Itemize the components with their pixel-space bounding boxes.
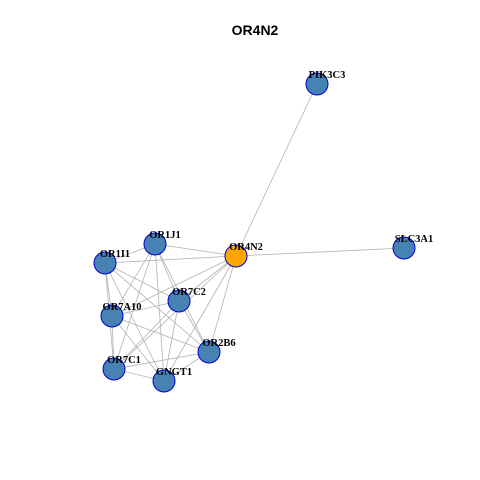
edge-or4n2-or7c1 [113,255,237,370]
node-or1i1 [93,251,117,275]
node-pik3c3 [305,72,329,96]
node-gngt1 [152,369,176,393]
edge-or4n2-slc3a1 [235,247,405,257]
edge-or4n2-or2b6 [208,255,237,353]
edge-or1j1-or7a10 [111,243,156,317]
node-layer [93,72,416,393]
edge-or7a10-or2b6 [111,315,210,353]
node-label-slc3a1: SLC3A1 [395,234,434,245]
edge-or4n2-or1j1 [154,243,237,257]
edge-or4n2-or7a10 [111,255,237,317]
node-label-or7c1: OR7C1 [107,355,141,366]
node-label-or1j1: OR1J1 [149,230,181,241]
node-slc3a1 [392,236,416,260]
edge-or1i1-or7c2 [104,262,180,302]
node-label-gngt1: GNGT1 [156,367,192,378]
edge-or1i1-or2b6 [104,262,210,353]
edge-or7c2-gngt1 [163,300,180,382]
node-or2b6 [197,340,221,364]
node-or4n2 [224,244,248,268]
node-or7c2 [167,289,191,313]
node-or7c1 [102,357,126,381]
edge-or2b6-or7c1 [113,351,210,370]
edge-or4n2-gngt1 [163,255,237,382]
edge-or7a10-gngt1 [111,315,165,382]
edge-or1j1-gngt1 [154,243,165,382]
node-or1j1 [143,232,167,256]
node-or7a10 [100,304,124,328]
node-label-or7a10: OR7A10 [102,302,141,313]
node-label-or2b6: OR2B6 [202,338,235,349]
node-label-or4n2: OR4N2 [229,242,263,253]
node-label-or1i1: OR1I1 [100,249,130,260]
edge-or4n2-or1i1 [104,255,237,264]
node-label-pik3c3: PIK3C3 [309,70,346,81]
edge-or4n2-pik3c3 [235,83,318,257]
graph-title: OR4N2 [232,22,279,38]
edge-or1j1-or7c1 [113,243,156,370]
node-label-or7c2: OR7C2 [172,287,206,298]
edge-or1i1-gngt1 [104,262,165,382]
edge-or7c2-or7c1 [113,300,180,370]
edge-or4n2-or7c2 [178,255,237,302]
